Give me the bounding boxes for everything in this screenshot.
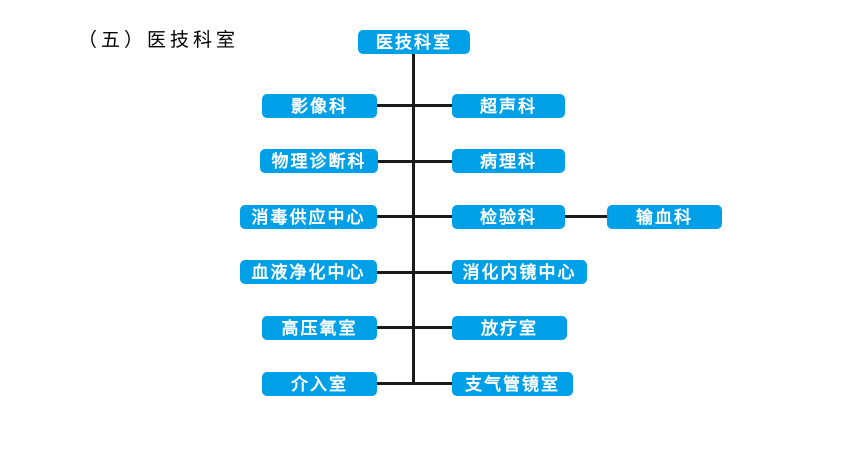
node-pathology-dept: 病理科 bbox=[452, 149, 565, 173]
node-disinfection-supply-center: 消毒供应中心 bbox=[240, 205, 377, 229]
node-ultrasound-dept: 超声科 bbox=[452, 94, 565, 118]
node-intervention-room: 介入室 bbox=[262, 372, 377, 396]
node-hyperbaric-oxygen-room: 高压氧室 bbox=[262, 316, 377, 340]
trunk-connector-line bbox=[412, 53, 415, 384]
connector-line-row1 bbox=[377, 104, 452, 107]
connector-line-row2 bbox=[377, 160, 452, 163]
node-digestive-endoscopy-center: 消化内镜中心 bbox=[452, 260, 587, 284]
node-blood-transfusion-dept: 输血科 bbox=[607, 205, 722, 229]
node-physical-diagnosis-dept: 物理诊断科 bbox=[260, 149, 378, 173]
node-radiotherapy-room: 放疗室 bbox=[452, 316, 567, 340]
node-laboratory-dept: 检验科 bbox=[452, 205, 565, 229]
connector-line-row5 bbox=[377, 326, 452, 329]
node-bronchoscopy-room: 支气管镜室 bbox=[452, 372, 573, 396]
section-heading: （五）医技科室 bbox=[78, 30, 240, 51]
node-medical-technology-root: 医技科室 bbox=[358, 30, 470, 54]
node-blood-purification-center: 血液净化中心 bbox=[240, 260, 377, 284]
connector-line-row4 bbox=[377, 271, 452, 274]
node-imaging-dept: 影像科 bbox=[262, 94, 377, 118]
connector-line-row3 bbox=[377, 215, 452, 218]
connector-line-laboratory-to-transfusion bbox=[565, 215, 607, 218]
connector-line-row6 bbox=[377, 382, 452, 385]
